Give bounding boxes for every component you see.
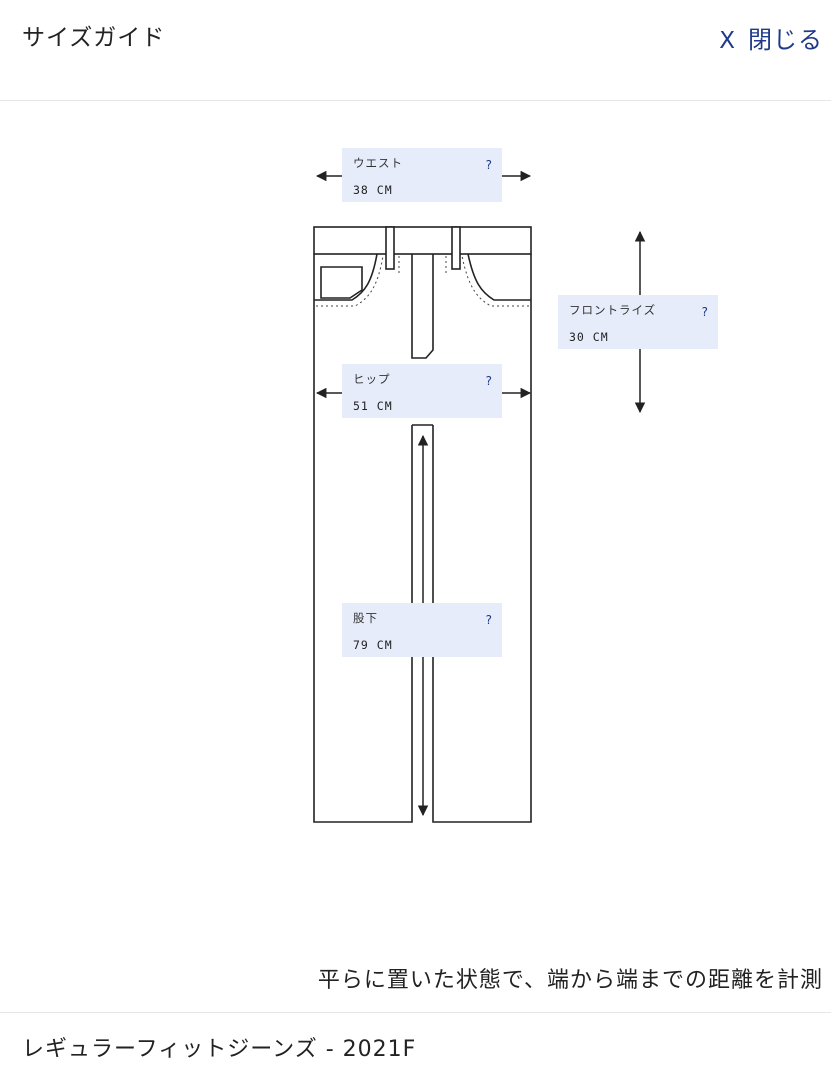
hip-help-button[interactable]: ? (485, 374, 492, 388)
inseam-help-button[interactable]: ? (485, 613, 492, 627)
close-label: 閉じる (748, 26, 823, 54)
front-rise-name: フロントライズ (569, 303, 657, 317)
close-icon: X (719, 28, 736, 54)
page-title: サイズガイド (22, 25, 166, 51)
inseam-label: 股下 ? 79 CM (342, 603, 502, 657)
close-button[interactable]: X 閉じる (719, 20, 823, 55)
front-rise-value: 30 CM (569, 330, 609, 344)
stitching (316, 255, 529, 307)
hip-name: ヒップ (353, 372, 391, 386)
hip-value: 51 CM (353, 399, 393, 413)
header: サイズガイド X 閉じる (0, 0, 831, 101)
front-rise-help-button[interactable]: ? (701, 305, 708, 319)
hip-label: ヒップ ? 51 CM (342, 364, 502, 418)
footer: レギュラーフィットジーンズ - 2021F (0, 1012, 831, 1081)
waist-name: ウエスト (353, 156, 403, 170)
jeans-outline (313, 226, 532, 823)
front-rise-label: フロントライズ ? 30 CM (558, 295, 718, 349)
inseam-name: 股下 (353, 611, 378, 625)
measurement-note: 平らに置いた状態で、端から端までの距離を計測 (317, 968, 823, 993)
waist-value: 38 CM (353, 183, 393, 197)
product-name: レギュラーフィットジーンズ - 2021F (22, 1037, 417, 1062)
waist-label: ウエスト ? 38 CM (342, 148, 502, 202)
inseam-value: 79 CM (353, 638, 393, 652)
jeans-diagram (313, 170, 646, 823)
waist-help-button[interactable]: ? (485, 158, 492, 172)
